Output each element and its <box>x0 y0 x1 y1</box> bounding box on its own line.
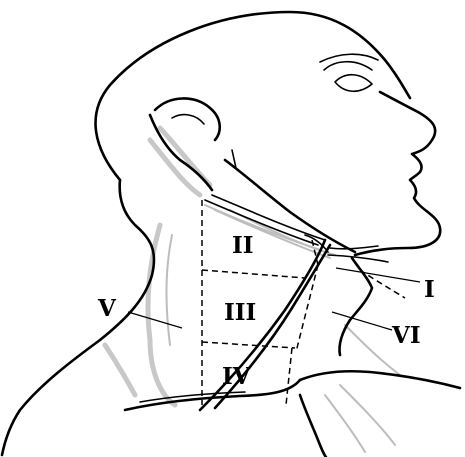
label-level-IV: IV <box>222 363 252 390</box>
head-outline <box>2 12 460 457</box>
label-level-V: V <box>97 295 117 322</box>
label-level-II: II <box>232 232 254 259</box>
leader-lines <box>128 268 420 330</box>
label-level-VI: VI <box>391 322 421 349</box>
label-level-I: I <box>424 276 435 303</box>
shading <box>105 128 400 452</box>
label-level-III: III <box>224 299 256 326</box>
